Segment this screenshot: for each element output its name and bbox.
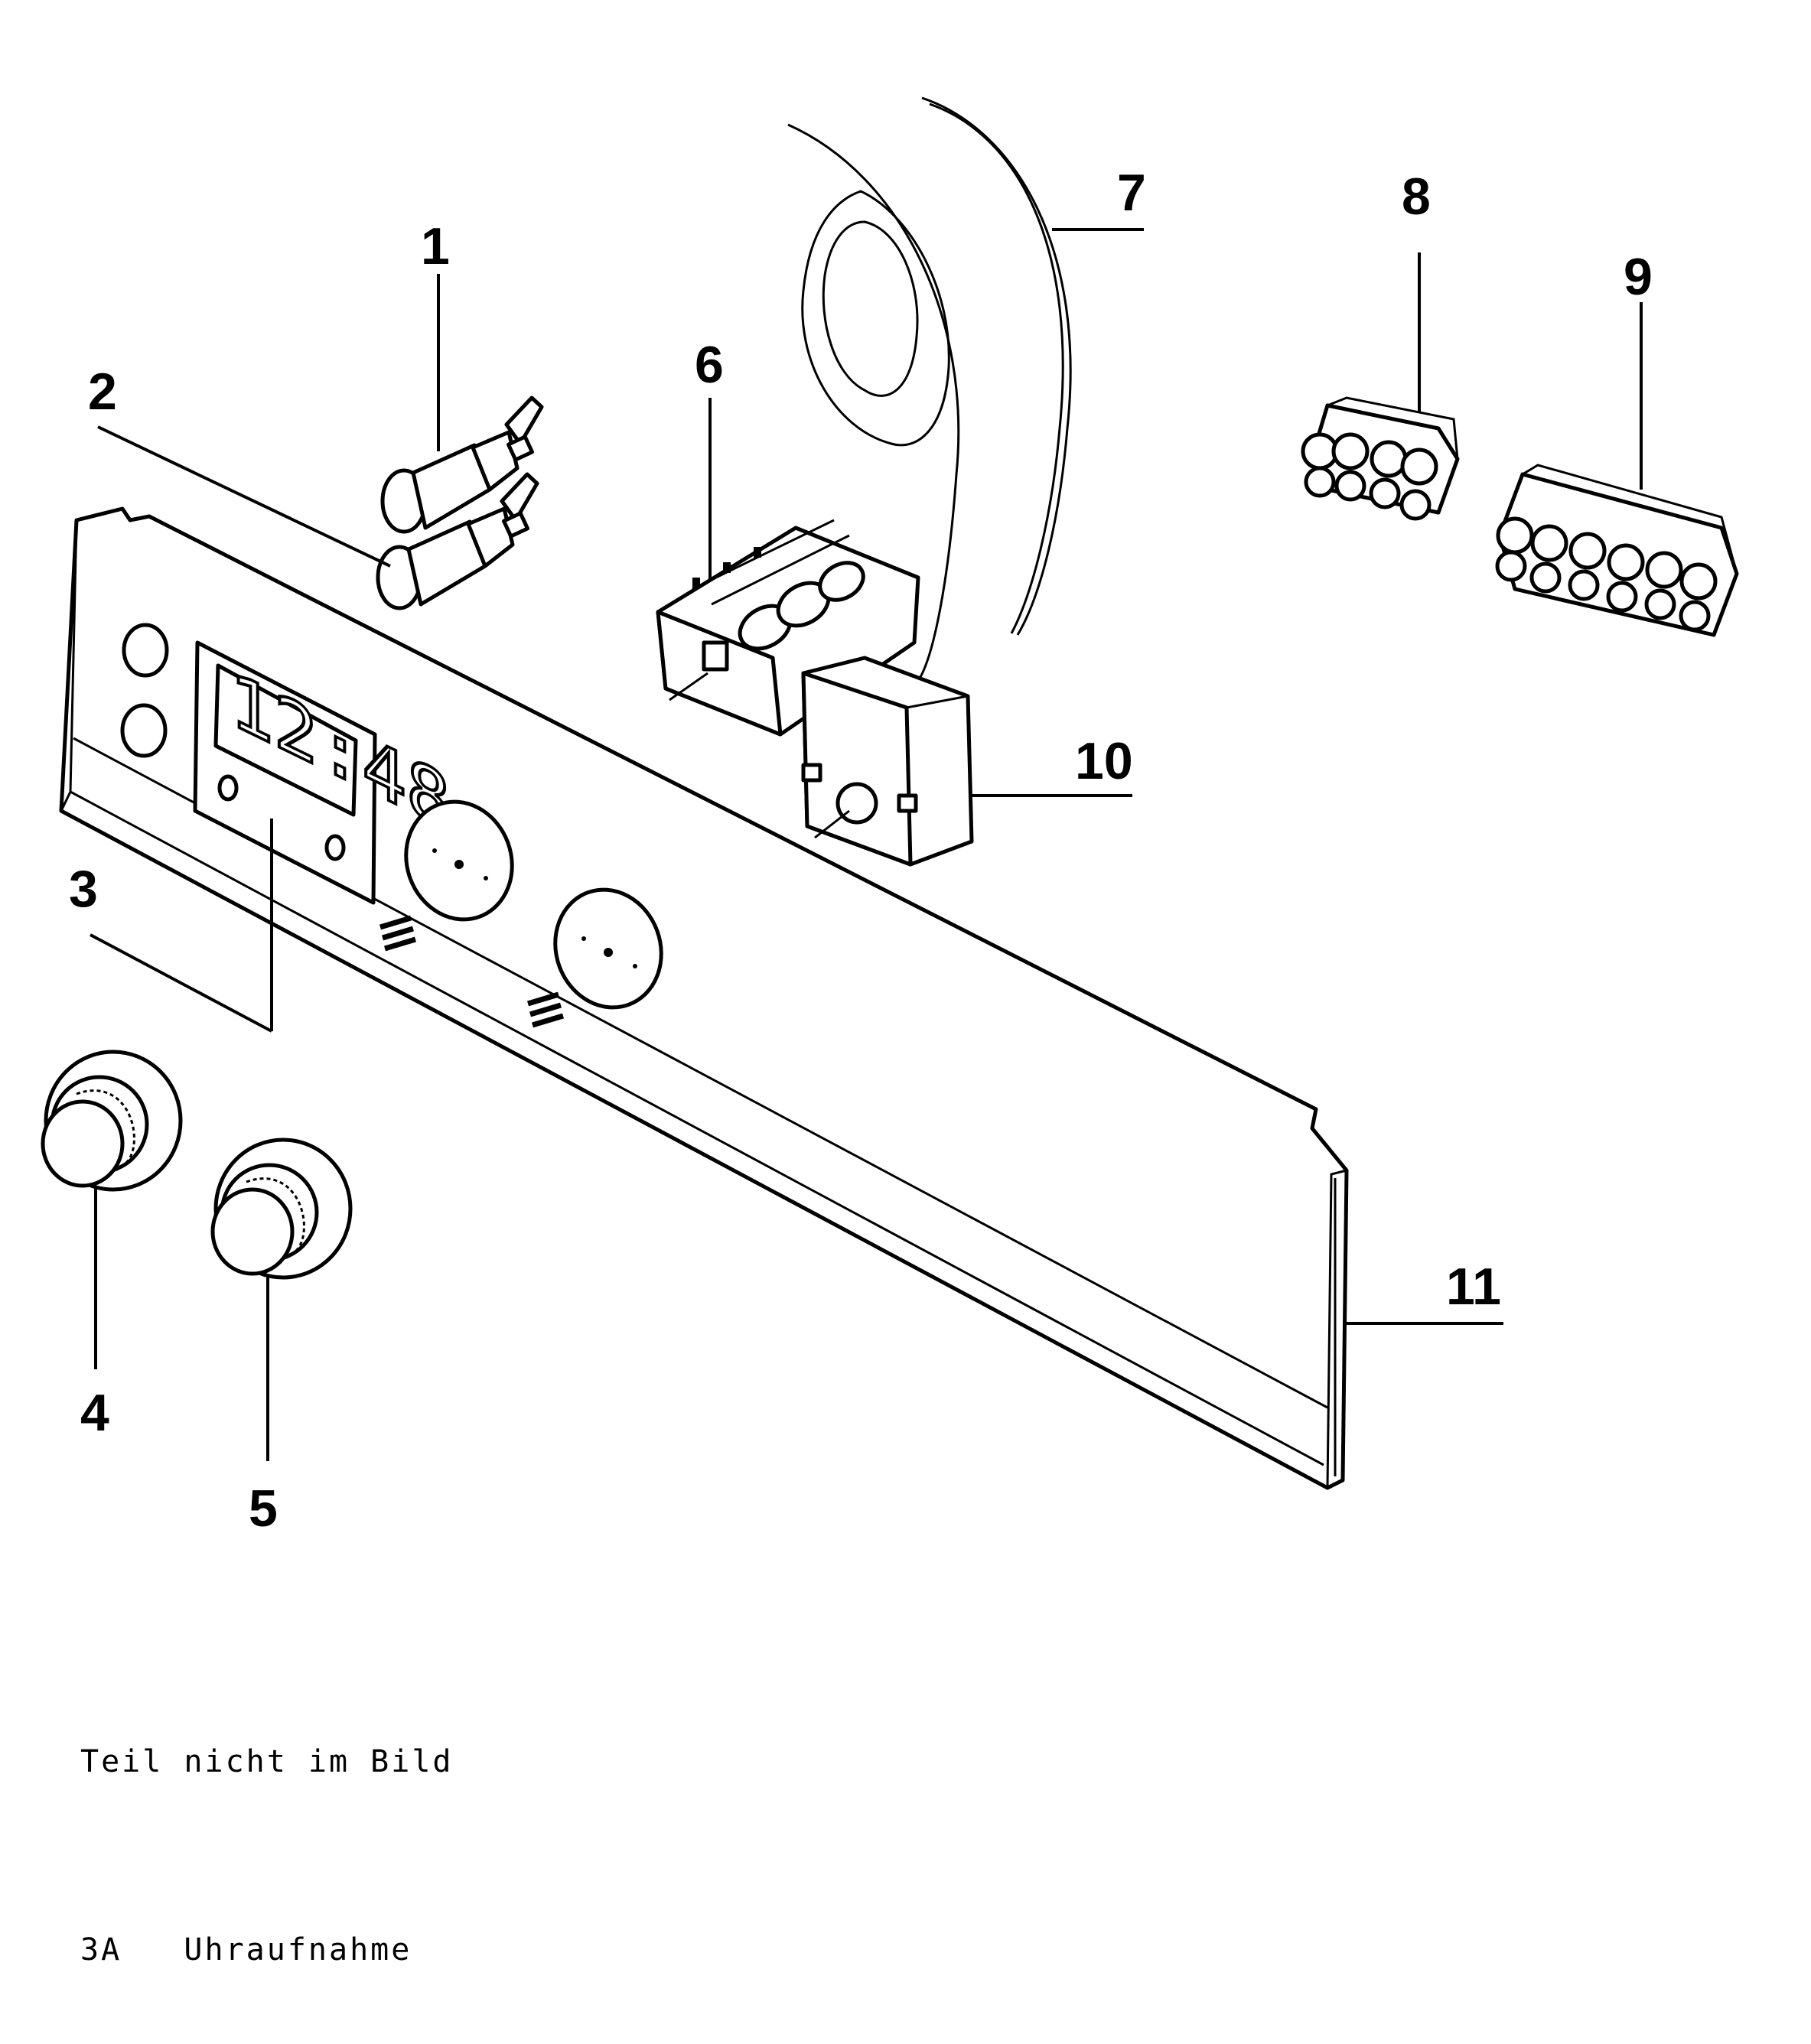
part-11-control-panel: 12:48	[59, 506, 1349, 1490]
callout-2: 2	[88, 363, 117, 421]
callout-10: 10	[1075, 732, 1133, 790]
leader-lines	[90, 228, 1643, 1461]
callout-labels: 1 2 3 4 5 6 7 8 9 10 11	[69, 164, 1653, 1538]
part-7-seal	[787, 96, 1072, 682]
clock-button-right	[324, 834, 346, 861]
leader-3a	[90, 933, 272, 1033]
parts-not-shown-notes: Teil nicht im Bild 3A Uhraufnahme	[80, 1605, 453, 2044]
callout-5: 5	[249, 1479, 278, 1538]
clock-button-left	[217, 774, 239, 802]
notes-item-number: 3A	[80, 1932, 122, 1968]
panel-mark-left	[379, 915, 417, 952]
callout-9: 9	[1624, 248, 1653, 306]
part-8-terminal-block	[1301, 396, 1460, 521]
clock-display-window	[213, 663, 358, 817]
callout-8: 8	[1402, 168, 1431, 226]
callout-7: 7	[1117, 164, 1146, 222]
callout-1: 1	[421, 217, 450, 275]
callout-3: 3	[69, 860, 98, 918]
callout-11: 11	[1446, 1258, 1501, 1316]
notes-item: 3A Uhraufnahme	[80, 1919, 453, 1981]
lamp-hole-upper	[122, 623, 169, 678]
notes-heading: Teil nicht im Bild	[80, 1744, 454, 1779]
notes-item-spacer	[122, 1932, 184, 1968]
leader-2	[97, 425, 391, 568]
callout-6: 6	[695, 336, 724, 394]
part-1-indicator-lamp	[380, 395, 544, 534]
callout-4: 4	[80, 1384, 109, 1442]
notes-item-text: Uhraufnahme	[184, 1932, 412, 1968]
part-9-terminal-block	[1495, 464, 1739, 637]
part-4-control-knob	[41, 1050, 183, 1192]
part-5-control-knob	[210, 1138, 353, 1280]
panel-mark-right	[526, 991, 565, 1028]
part-2-indicator-lamp	[376, 472, 539, 610]
lamp-hole-lower	[120, 703, 168, 758]
part-10-thermostat	[801, 656, 974, 867]
